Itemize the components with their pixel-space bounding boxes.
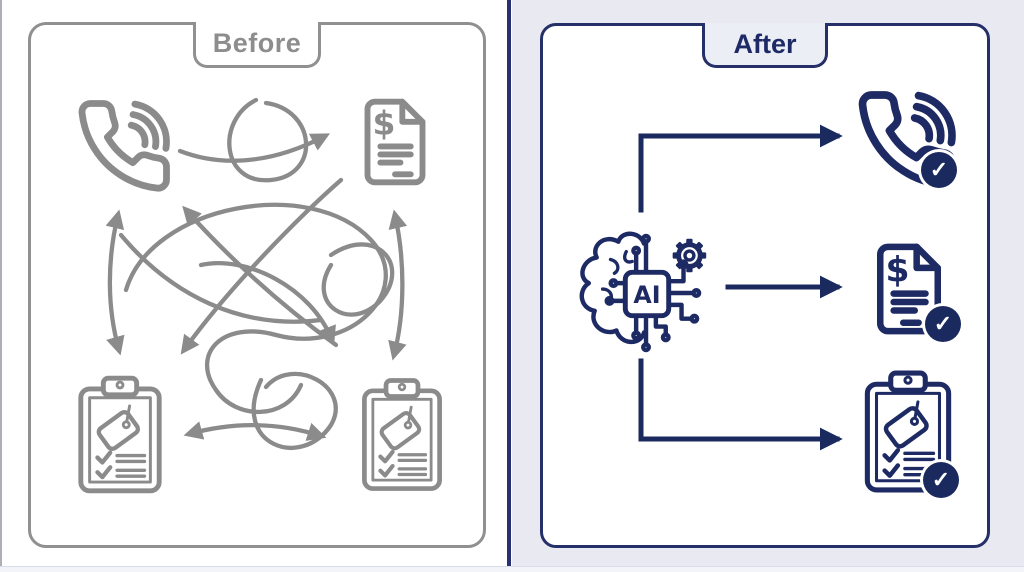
- after-tab-label: After: [733, 28, 797, 59]
- after-tab: After: [702, 23, 828, 68]
- before-tab: Before: [193, 22, 321, 68]
- before-panel: Before: [28, 22, 486, 548]
- invoice-task-done: $ ✓: [863, 234, 963, 350]
- before-tab-label: Before: [212, 28, 302, 58]
- checklist-clipboard-icon: [864, 370, 952, 493]
- after-panel: After: [540, 23, 990, 548]
- bottom-edge-strip: [0, 566, 1024, 572]
- dollar-symbol: $: [885, 250, 909, 290]
- panel-divider-line: [507, 0, 511, 572]
- gear-icon: [672, 238, 707, 273]
- ai-brain-chip-icon: AI: [579, 231, 707, 353]
- checklist-clipboard-icon: [78, 375, 162, 494]
- arrow-to-phone: [638, 124, 843, 213]
- check-badge: ✓: [925, 306, 961, 342]
- check-icon: ✓: [931, 467, 951, 492]
- phone-icon: [78, 100, 170, 192]
- dollar-invoice-icon: $: [876, 243, 942, 335]
- check-icon: ✓: [929, 157, 949, 182]
- phone-icon: [858, 91, 956, 189]
- dollar-invoice-icon: $: [364, 98, 426, 186]
- dollar-symbol: $: [373, 104, 396, 143]
- ai-chip-label: AI: [633, 281, 660, 309]
- arrow-to-checklist: [638, 358, 843, 451]
- workflow-arrows-graphic: [638, 124, 843, 451]
- checklist-clipboard-icon: [362, 378, 442, 491]
- check-icon: ✓: [933, 311, 953, 336]
- left-edge-line: [0, 0, 2, 566]
- checklist-task-done: ✓: [857, 368, 965, 500]
- check-badge: ✓: [923, 462, 959, 498]
- phone-task-done: ✓: [853, 86, 965, 198]
- check-badge: ✓: [921, 152, 957, 188]
- tangled-arrows-graphic: [105, 97, 408, 450]
